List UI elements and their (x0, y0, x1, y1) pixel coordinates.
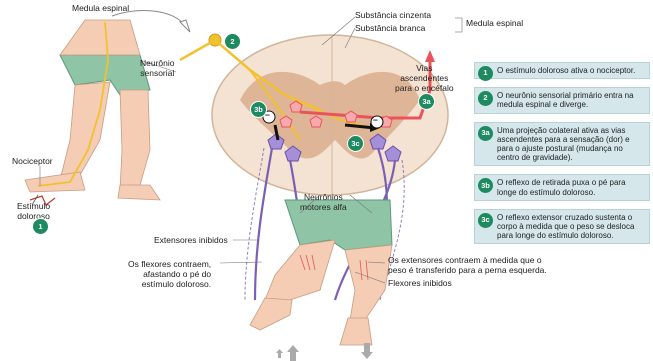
label-neuronios-motores: Neurônios motores alfa (300, 193, 347, 213)
step-text: O neurônio sensorial primário entra na m… (497, 91, 634, 109)
left-figure (25, 20, 160, 205)
inhibition-sign-right: − (373, 116, 378, 126)
label-vias-ascendentes: Vias ascendentes para o encéfalo (395, 64, 454, 93)
step-badge: 2 (478, 91, 493, 106)
label-substancia-branca: Substância branca (355, 24, 425, 34)
marker-1: 1 (32, 218, 49, 235)
marker-3a: 3a (418, 93, 435, 110)
label-extensores-inibidos: Extensores inibidos (154, 236, 228, 246)
step-1: 1 O estímulo doloroso ativa o nociceptor… (474, 62, 650, 79)
label-substancia-cinzenta: Substância cinzenta (355, 11, 431, 21)
step-text: O estímulo doloroso ativa o nociceptor. (497, 66, 635, 75)
step-3c: 3c O reflexo extensor cruzado sustenta o… (474, 209, 650, 245)
step-text: Uma projeção colateral ativa as vias asc… (497, 126, 630, 163)
marker-3b: 3b (250, 101, 267, 118)
steps-legend: 1 O estímulo doloroso ativa o nociceptor… (474, 62, 650, 252)
step-3a: 3a Uma projeção colateral ativa as vias … (474, 122, 650, 167)
label-neuronio-sensorial: Neurônio sensorial (140, 59, 175, 79)
step-3b: 3b O reflexo de retirada puxa o pé para … (474, 174, 650, 200)
label-flexores-inibidos: Flexores inibidos (388, 279, 452, 289)
label-flexores-contraem: Os flexores contraem, afastando o pé do … (128, 260, 211, 289)
marker-2: 2 (224, 33, 241, 50)
step-badge: 1 (478, 66, 493, 81)
lower-body-figure (250, 200, 392, 345)
step-badge: 3a (478, 126, 493, 141)
label-medula-espinal-bracket: Medula espinal (466, 19, 523, 29)
step-2: 2 O neurônio sensorial primário entra na… (474, 87, 650, 113)
step-text: O reflexo extensor cruzado sustenta o co… (497, 213, 634, 240)
step-badge: 3b (478, 178, 493, 193)
label-extensores-contraem: Os extensores contraem à medida que o pe… (388, 256, 547, 276)
marker-3c: 3c (347, 135, 364, 152)
step-text: O reflexo de retirada puxa o pé para lon… (497, 178, 626, 196)
label-nociceptor: Nociceptor (12, 157, 53, 167)
step-badge: 3c (478, 213, 493, 228)
label-medula-espinal-top: Medula espinal (72, 4, 129, 14)
